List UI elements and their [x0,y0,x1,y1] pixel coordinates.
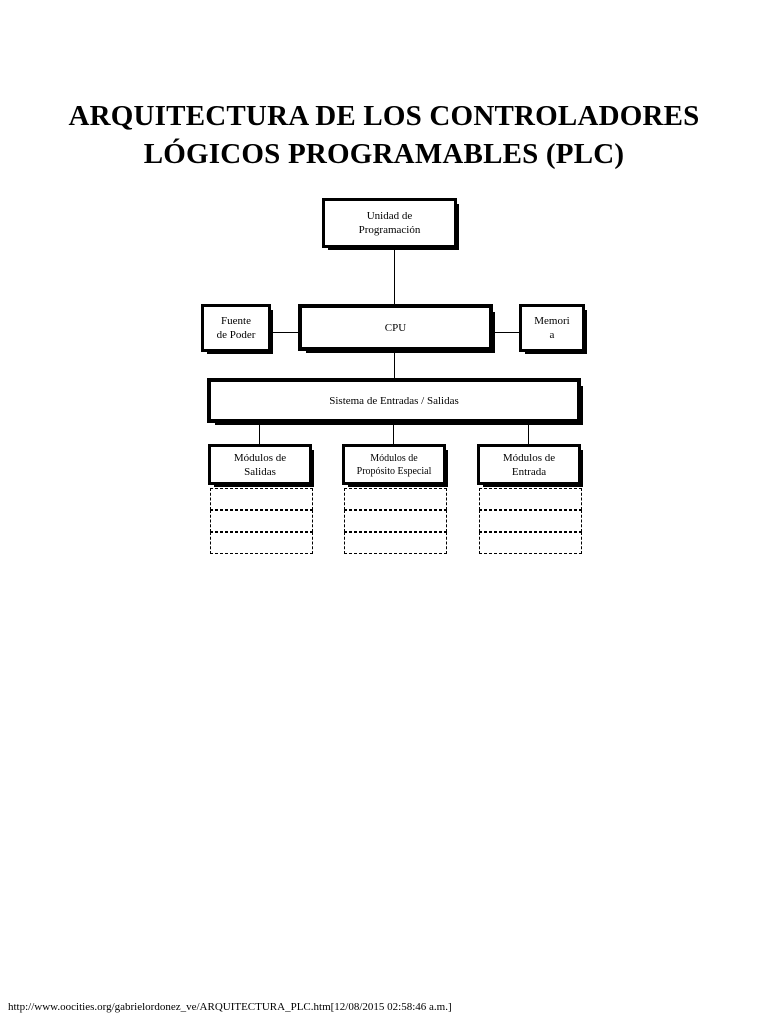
node-input-modules-label: Módulos de Entrada [484,451,574,479]
special-purpose-module-slot [344,510,447,532]
node-input-modules-line-2: Entrada [511,465,547,478]
node-input-modules: Módulos de Entrada [479,446,579,483]
node-programming-unit: Unidad de Programación [324,200,455,246]
page-title-line-2: LÓGICOS PROGRAMABLES (PLC) [143,138,625,171]
link-io-system-to-special-modules [393,420,394,447]
page-title: ARQUITECTURA DE LOS CONTROLADORES LÓGICO… [0,97,768,173]
node-io-system: Sistema de Entradas / Salidas [210,381,578,420]
link-io-system-to-input-modules [528,420,529,447]
link-power-supply-to-cpu [269,332,302,333]
output-module-slot [210,532,313,554]
node-power-supply-line-2: de Poder [216,329,256,341]
node-io-system-label: Sistema de Entradas / Salidas [329,394,459,407]
link-programming-unit-to-cpu [394,246,395,308]
node-special-purpose-modules-label: Módulos de Propósito Especial [349,452,439,478]
node-programming-unit-line-1: Unidad de [366,210,413,222]
node-cpu-label: CPU [384,321,407,334]
node-special-purpose-modules-line-1: Módulos de [370,452,418,464]
plc-architecture-diagram: Unidad de Programación Fuente de Poder C… [203,200,583,554]
node-output-modules-line-1: Módulos de [233,451,287,464]
input-module-slot [479,488,582,510]
link-cpu-to-io-system [394,348,395,384]
node-memory: Memori a [521,306,583,350]
link-io-system-to-output-modules [259,420,260,447]
node-programming-unit-line-2: Programación [358,224,421,236]
input-module-slot [479,532,582,554]
node-memory-line-2: a [549,329,555,341]
page-title-line-1: ARQUITECTURA DE LOS CONTROLADORES [68,100,700,133]
node-power-supply-line-1: Fuente [221,315,251,327]
node-cpu: CPU [301,307,490,348]
input-module-slot [479,510,582,532]
node-output-modules-label: Módulos de Salidas [215,451,305,479]
special-purpose-module-slot [344,488,447,510]
node-power-supply: Fuente de Poder [203,306,269,350]
node-memory-line-1: Memori [534,315,570,327]
node-power-supply-label: Fuente de Poder [208,314,264,342]
output-module-slot [210,488,313,510]
link-cpu-to-memory [492,332,522,333]
node-programming-unit-label: Unidad de Programación [329,209,450,237]
node-output-modules: Módulos de Salidas [210,446,310,483]
output-module-slot [210,510,313,532]
special-purpose-module-slot [344,532,447,554]
node-special-purpose-modules: Módulos de Propósito Especial [344,446,444,483]
node-input-modules-line-1: Módulos de [502,451,556,464]
node-special-purpose-modules-line-2: Propósito Especial [356,465,432,477]
node-memory-label: Memori a [526,314,578,342]
node-output-modules-line-2: Salidas [244,465,276,478]
page-footer-url: http://www.oocities.org/gabrielordonez_v… [8,1001,452,1013]
